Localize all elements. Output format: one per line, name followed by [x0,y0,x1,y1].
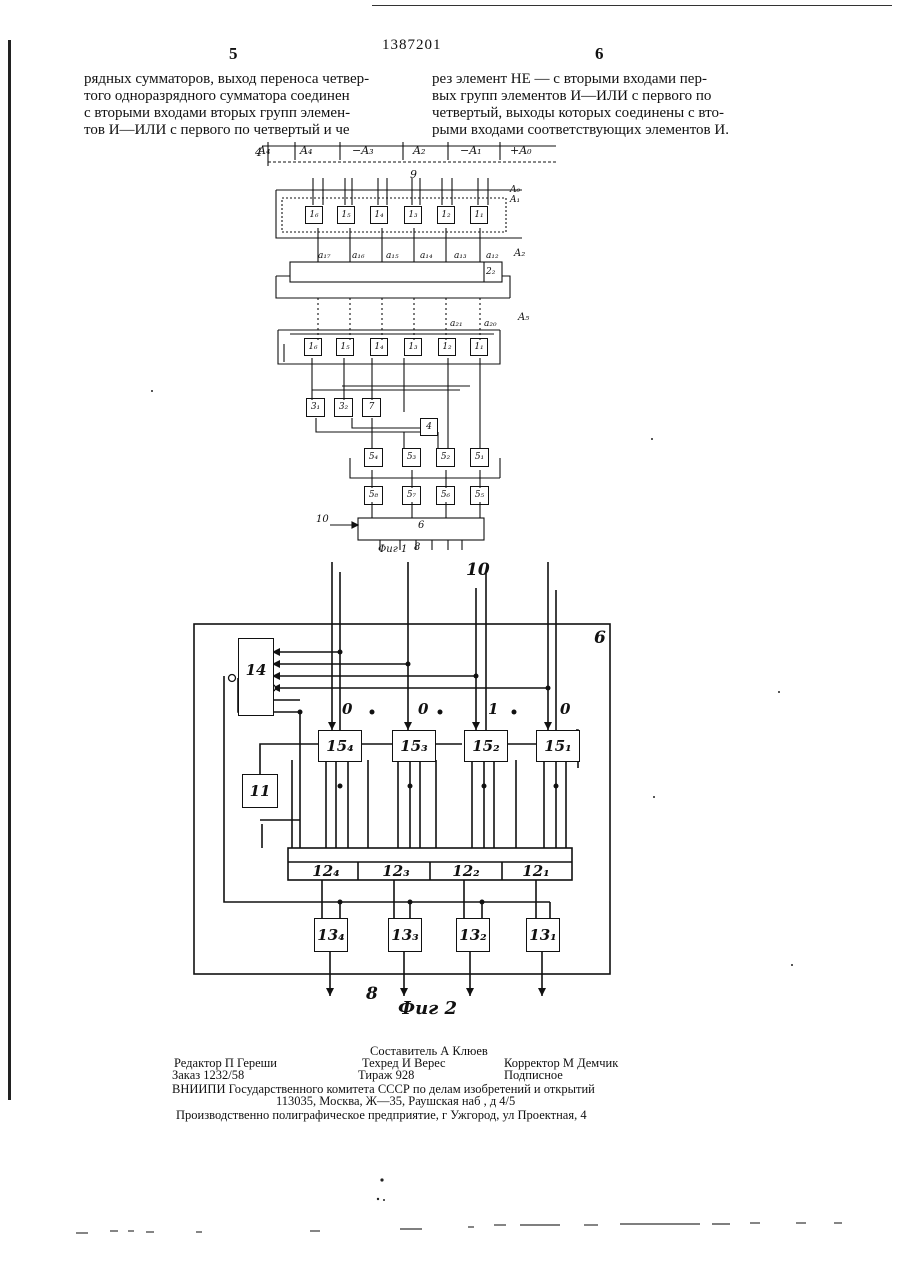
scan-artifacts [0,0,900,1261]
